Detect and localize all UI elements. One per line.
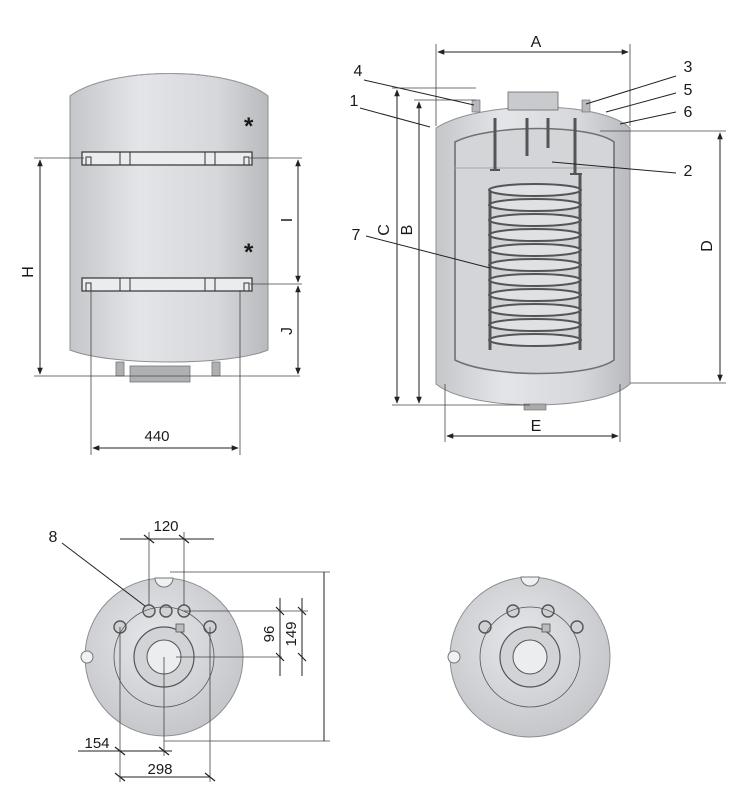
callout-2: 2 bbox=[684, 163, 693, 180]
front-view: * * H I J 440 bbox=[20, 73, 302, 455]
dim-label-j: J bbox=[279, 327, 296, 335]
dim-label-d: D bbox=[699, 240, 716, 252]
dim-label-96: 96 bbox=[261, 626, 278, 643]
upper-bracket bbox=[81, 151, 253, 166]
dim-label-a: A bbox=[531, 34, 542, 51]
tank-body bbox=[69, 73, 269, 363]
callout-7: 7 bbox=[352, 227, 361, 244]
dim-label-149: 149 bbox=[283, 621, 300, 646]
bottom-fitting bbox=[129, 365, 191, 383]
dim-label-154: 154 bbox=[84, 735, 109, 752]
bottom-view-plain bbox=[447, 576, 611, 738]
dim-label-e: E bbox=[531, 418, 542, 435]
dim-label-h: H bbox=[20, 266, 37, 278]
tank-top-cap bbox=[69, 73, 269, 97]
bottom-pipe-right bbox=[211, 361, 221, 377]
top-connector-block bbox=[507, 91, 559, 111]
bottom-pipe-left bbox=[115, 361, 125, 377]
dim-label-i: I bbox=[279, 218, 296, 222]
dim-label-120: 120 bbox=[153, 518, 178, 535]
section-view: A E C B D 4 1 3 5 6 2 7 bbox=[350, 34, 726, 442]
callout-8: 8 bbox=[49, 529, 58, 546]
heating-coil bbox=[488, 183, 582, 347]
dim-label-b: B bbox=[399, 225, 416, 236]
dim-label-c: C bbox=[376, 224, 393, 236]
callout-6: 6 bbox=[684, 104, 693, 121]
asterisk-mark-upper: * bbox=[244, 113, 254, 140]
callout-4: 4 bbox=[354, 63, 363, 80]
dim-label-width: 440 bbox=[144, 428, 169, 445]
callout-1: 1 bbox=[350, 93, 359, 110]
dim-label-298: 298 bbox=[147, 761, 172, 778]
lower-bracket bbox=[81, 277, 253, 292]
callout-8-leader bbox=[61, 542, 146, 607]
asterisk-mark-lower: * bbox=[244, 239, 254, 266]
callout-5: 5 bbox=[684, 82, 693, 99]
bottom-view-dimensioned: 8 120 96 149 154 298 bbox=[49, 518, 330, 782]
callout-3: 3 bbox=[684, 59, 693, 76]
